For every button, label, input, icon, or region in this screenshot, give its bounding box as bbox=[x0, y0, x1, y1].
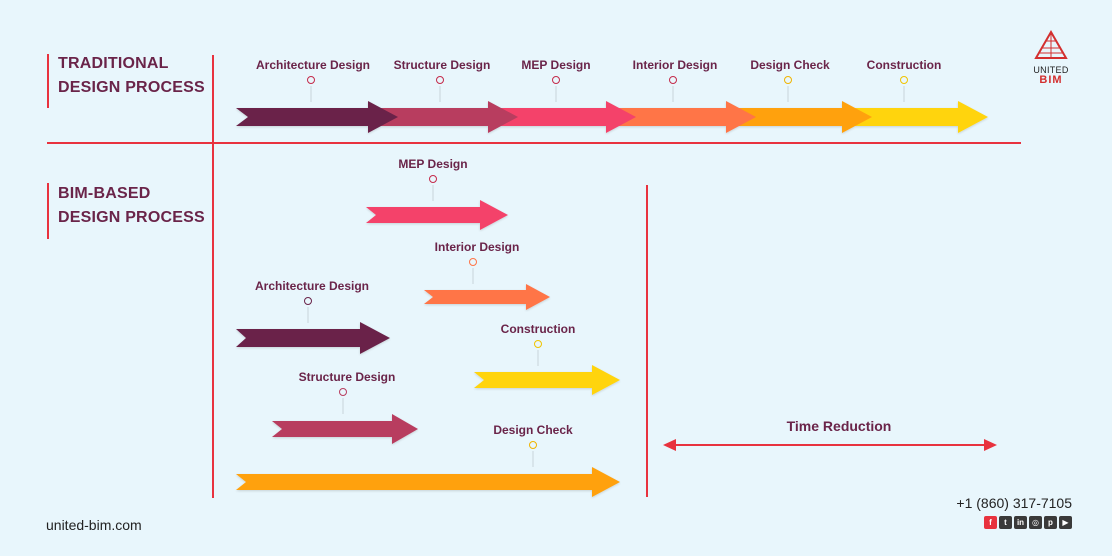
bim-architecture-pin bbox=[304, 297, 312, 305]
bim-architecture-stem bbox=[307, 307, 309, 323]
social-icons: f t in ◎ p ▶ bbox=[984, 516, 1072, 529]
bim-interior-arrow bbox=[424, 284, 550, 310]
pinterest-icon[interactable]: p bbox=[1044, 516, 1057, 529]
bim-construction-label: Construction bbox=[500, 322, 576, 336]
bim-construction-pin bbox=[534, 340, 542, 348]
trad-architecture-stem bbox=[310, 86, 312, 102]
traditional-title: TRADITIONAL DESIGN PROCESS bbox=[58, 52, 205, 100]
trad-construction-stem bbox=[903, 86, 905, 102]
left-vertical-divider bbox=[212, 55, 214, 498]
trad-structure-arrow bbox=[366, 101, 518, 133]
bim-mep-pin bbox=[429, 175, 437, 183]
bim-structure-arrow bbox=[272, 414, 418, 444]
bim-structure-pin bbox=[339, 388, 347, 396]
trad-construction-arrow bbox=[840, 101, 988, 133]
bim-architecture-label: Architecture Design bbox=[254, 279, 370, 293]
logo-mark-icon bbox=[1034, 29, 1068, 59]
bim-interior-pin bbox=[469, 258, 477, 266]
traditional-title-line2: DESIGN PROCESS bbox=[58, 79, 205, 96]
bim-check-label: Design Check bbox=[493, 423, 573, 437]
bim-structure-stem bbox=[342, 398, 344, 414]
bim-construction-arrow bbox=[474, 365, 620, 395]
bim-mep-arrow bbox=[366, 200, 508, 230]
logo-text-united: UNITED bbox=[1033, 65, 1069, 75]
bim-architecture-arrow bbox=[236, 322, 390, 354]
trad-check-arrow bbox=[720, 101, 872, 133]
instagram-icon[interactable]: ◎ bbox=[1029, 516, 1042, 529]
bim-title-line1: BIM-BASED bbox=[58, 185, 151, 202]
traditional-accent-bar bbox=[47, 54, 49, 108]
bim-title-line2: DESIGN PROCESS bbox=[58, 209, 205, 226]
trad-construction-pin bbox=[900, 76, 908, 84]
youtube-icon[interactable]: ▶ bbox=[1059, 516, 1072, 529]
facebook-icon[interactable]: f bbox=[984, 516, 997, 529]
bim-title: BIM-BASED DESIGN PROCESS bbox=[58, 182, 205, 230]
trad-structure-stem bbox=[439, 86, 441, 102]
trad-check-stem bbox=[787, 86, 789, 102]
time-reduction-divider bbox=[646, 185, 648, 497]
trad-interior-arrow bbox=[602, 101, 756, 133]
bim-mep-stem bbox=[432, 185, 434, 201]
trad-interior-stem bbox=[672, 86, 674, 102]
bim-interior-stem bbox=[472, 268, 474, 284]
trad-interior-pin bbox=[669, 76, 677, 84]
trad-construction-label: Construction bbox=[866, 58, 942, 72]
bim-accent-bar bbox=[47, 183, 49, 239]
trad-architecture-arrow bbox=[236, 101, 398, 133]
bim-check-arrow bbox=[236, 467, 620, 497]
trad-check-label: Design Check bbox=[750, 58, 830, 72]
bim-structure-label: Structure Design bbox=[298, 370, 396, 384]
trad-architecture-label: Architecture Design bbox=[255, 58, 371, 72]
phone-number[interactable]: +1 (860) 317-7105 bbox=[956, 495, 1072, 511]
bim-interior-label: Interior Design bbox=[434, 240, 520, 254]
trad-mep-label: MEP Design bbox=[521, 58, 591, 72]
united-bim-logo: UNITED BIM bbox=[1028, 29, 1074, 86]
bim-construction-stem bbox=[537, 350, 539, 366]
twitter-icon[interactable]: t bbox=[999, 516, 1012, 529]
trad-interior-label: Interior Design bbox=[632, 58, 718, 72]
trad-structure-pin bbox=[436, 76, 444, 84]
trad-check-pin bbox=[784, 76, 792, 84]
trad-architecture-pin bbox=[307, 76, 315, 84]
linkedin-icon[interactable]: in bbox=[1014, 516, 1027, 529]
trad-structure-label: Structure Design bbox=[393, 58, 491, 72]
time-reduction-arrow bbox=[663, 439, 997, 451]
bim-check-stem bbox=[532, 451, 534, 467]
logo-text-bim: BIM bbox=[1039, 74, 1063, 86]
traditional-title-line1: TRADITIONAL bbox=[58, 55, 169, 72]
trad-mep-stem bbox=[555, 86, 557, 102]
trad-mep-pin bbox=[552, 76, 560, 84]
bim-mep-label: MEP Design bbox=[398, 157, 468, 171]
website-link[interactable]: united-bim.com bbox=[46, 517, 142, 533]
horizontal-divider bbox=[47, 142, 1021, 144]
trad-mep-arrow bbox=[486, 101, 636, 133]
time-reduction-label: Time Reduction bbox=[786, 418, 892, 434]
bim-check-pin bbox=[529, 441, 537, 449]
